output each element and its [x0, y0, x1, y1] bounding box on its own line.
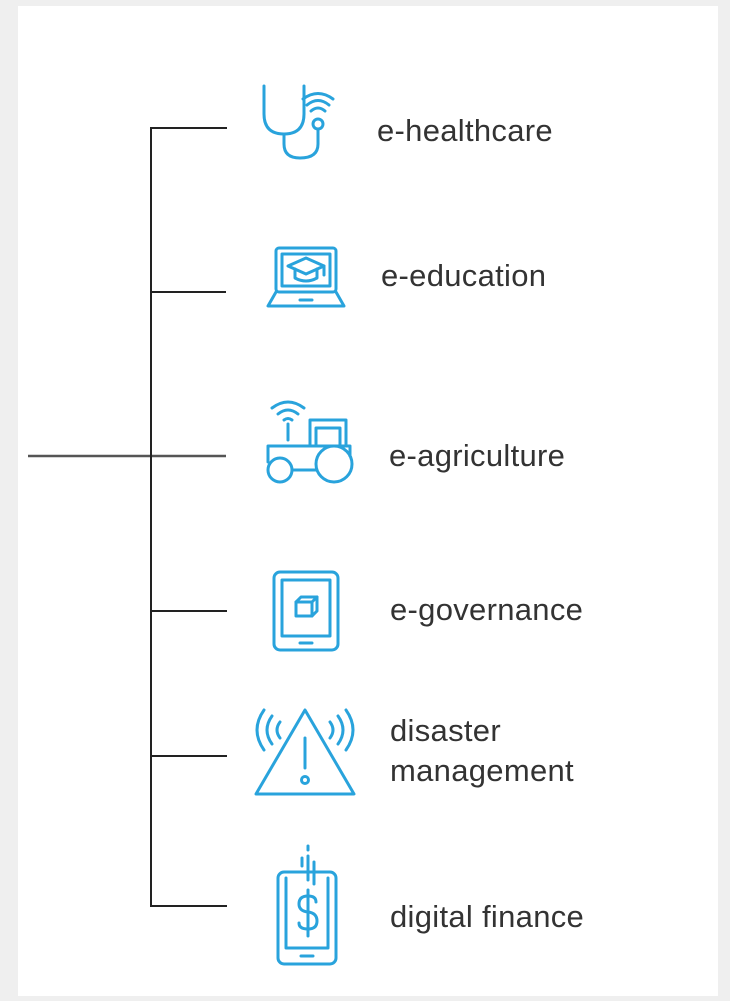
- item-label-disaster: disaster management: [390, 712, 650, 790]
- tablet-cube-icon: [272, 570, 340, 652]
- item-label-healthcare: e-healthcare: [377, 113, 553, 148]
- item-label-disaster-line1: disaster: [390, 713, 501, 748]
- item-label-education: e-education: [381, 258, 547, 293]
- phone-dollar-icon: [276, 844, 338, 966]
- laptop-graduation-cap-icon: [266, 246, 346, 308]
- stethoscope-wifi-icon: [262, 84, 335, 160]
- item-label-governance: e-governance: [390, 592, 584, 627]
- item-label-agriculture: e-agriculture: [389, 438, 566, 473]
- diagram-panel: [18, 6, 718, 996]
- warning-triangle-wifi-icon: [254, 708, 356, 796]
- tractor-wifi-icon: [266, 400, 354, 484]
- item-label-finance: digital finance: [390, 899, 585, 934]
- item-label-disaster-line2: management: [390, 753, 574, 788]
